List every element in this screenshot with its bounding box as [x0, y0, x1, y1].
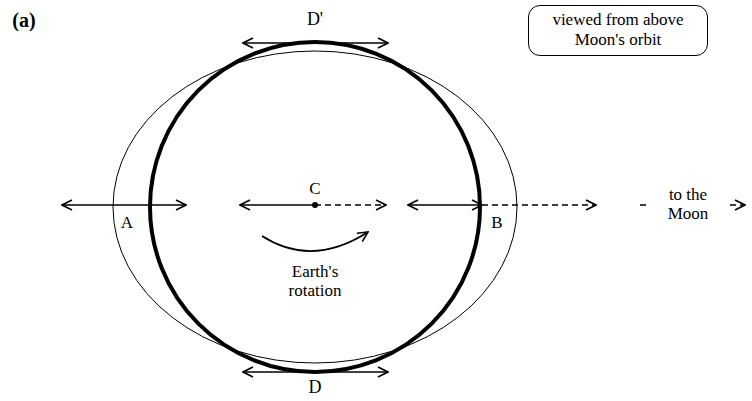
- earth-outline: [150, 42, 480, 372]
- point-label: B: [489, 214, 504, 233]
- force-arrow: [243, 42, 388, 44]
- force-arrow: [482, 204, 596, 206]
- figure-tag: (a): [10, 9, 37, 31]
- note-text: viewed from above Moon's orbit: [539, 10, 697, 51]
- center-dot: [312, 202, 318, 208]
- note-box: viewed from above Moon's orbit: [528, 5, 708, 56]
- force-arrow: [315, 204, 386, 206]
- caption-note: Earth's rotation: [268, 263, 362, 300]
- force-arrow: [240, 204, 315, 206]
- point-label: D: [307, 378, 324, 398]
- rotation-arrow: [262, 232, 368, 251]
- force-arrow: [243, 371, 388, 373]
- point-label: A: [119, 214, 135, 233]
- force-arrow: [408, 204, 482, 206]
- point-label: D': [305, 10, 325, 30]
- force-arrow: [150, 204, 186, 206]
- force-arrow: [62, 204, 150, 206]
- point-label: C: [307, 180, 322, 199]
- tidal-bulge: [113, 51, 517, 363]
- direction-label: to the Moon: [650, 186, 726, 223]
